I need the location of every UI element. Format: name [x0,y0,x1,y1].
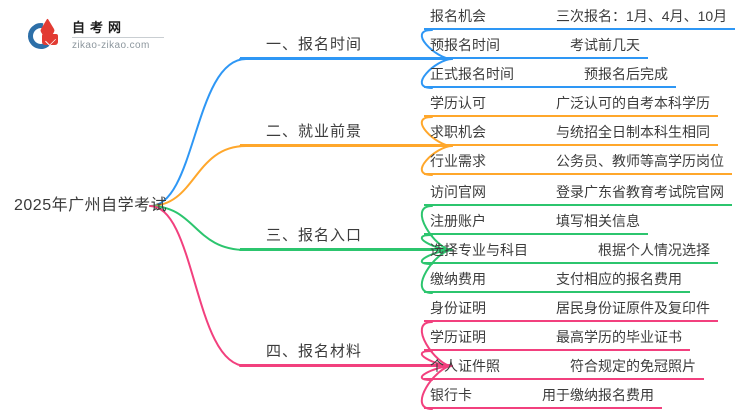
leaf-label: 正式报名时间 [430,65,514,82]
leaf-row: 访问官网 登录广东省教育考试院官网 [424,180,732,206]
leaf-label: 求职机会 [430,123,486,140]
leaf-label: 选择专业与科目 [430,241,528,258]
leaf-row: 选择专业与科目 根据个人情况选择 [424,238,718,264]
leaf-row: 身份证明 居民身份证原件及复印件 [424,296,718,322]
leaf-label: 行业需求 [430,152,486,169]
leaf-label: 银行卡 [430,386,472,403]
leaf-value: 根据个人情况选择 [598,241,710,258]
logo-domain: zikao-zikao.com [72,40,150,51]
leaf-row: 银行卡 用于缴纳报名费用 [424,383,662,409]
leaf-row: 求职机会 与统招全日制本科生相同 [424,120,718,146]
leaf-label: 缴纳费用 [430,270,486,287]
leaf-row: 学历认可 广泛认可的自考本科学历 [424,91,718,117]
leaf-value: 与统招全日制本科生相同 [556,123,710,140]
leaf-label: 身份证明 [430,299,486,316]
leaf-row: 报名机会 三次报名：1月、4月、10月 [424,4,736,30]
leaf-value: 三次报名：1月、4月、10月 [556,7,728,24]
leaf-value: 填写相关信息 [556,212,640,229]
leaf-value: 预报名后完成 [584,65,668,82]
logo-title: 自考网 [72,20,127,35]
leaf-value: 居民身份证原件及复印件 [556,299,710,316]
leaf-value: 广泛认可的自考本科学历 [556,94,710,111]
leaf-label: 学历证明 [430,328,486,345]
leaf-row: 注册账户 填写相关信息 [424,209,648,235]
root-node: 2025年广州自学考试 [14,197,168,214]
leaf-row: 正式报名时间 预报名后完成 [424,62,676,88]
branch-node-1: 一、报名时间 [240,33,452,59]
leaf-value: 符合规定的免冠照片 [570,357,696,374]
graduation-cap-icon [22,17,64,55]
logo-text-block: 自考网 zikao-zikao.com [72,21,164,51]
leaf-label: 报名机会 [430,7,486,24]
leaf-value: 最高学历的毕业证书 [556,328,682,345]
leaf-row: 预报名时间 考试前几天 [424,33,648,59]
logo-cap-base-shape [42,34,58,45]
leaf-label: 个人证件照 [430,357,500,374]
leaf-row: 学历证明 最高学历的毕业证书 [424,325,690,351]
leaf-value: 支付相应的报名费用 [556,270,682,287]
leaf-row: 缴纳费用 支付相应的报名费用 [424,267,690,293]
leaf-value: 登录广东省教育考试院官网 [556,183,724,200]
site-logo: 自考网 zikao-zikao.com [22,17,164,55]
leaf-label: 访问官网 [430,183,486,200]
branch-node-2: 二、就业前景 [240,120,452,146]
logo-divider [72,37,164,38]
leaf-label: 预报名时间 [430,36,500,53]
leaf-label: 学历认可 [430,94,486,111]
leaf-row: 行业需求 公务员、教师等高学历岗位 [424,149,732,175]
leaf-label: 注册账户 [430,212,486,229]
leaf-value: 用于缴纳报名费用 [542,386,654,403]
branch-node-3: 三、报名入口 [240,224,452,250]
leaf-value: 考试前几天 [570,36,640,53]
leaf-row: 个人证件照 符合规定的免冠照片 [424,354,704,380]
leaf-value: 公务员、教师等高学历岗位 [556,152,724,169]
branch-node-4: 四、报名材料 [240,340,452,366]
